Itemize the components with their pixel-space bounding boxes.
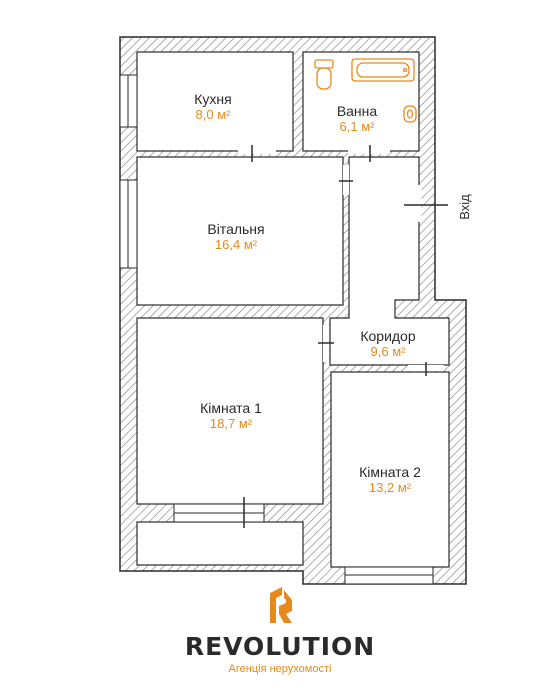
brand-logo: REVOLUTION Агенція нерухомості: [185, 587, 375, 675]
living-area: 16,4 м²: [215, 237, 258, 252]
kitchen-name: Кухня: [194, 91, 231, 107]
living-name: Вітальня: [207, 221, 264, 237]
room2-name: Кімната 2: [359, 464, 421, 480]
entry-label: Вхід: [457, 194, 472, 220]
brand-tagline: Агенція нерухомості: [229, 663, 332, 675]
bathroom-area: 6,1 м²: [340, 119, 376, 134]
windows: [119, 74, 434, 585]
brand-mark-icon: [270, 587, 292, 623]
bathroom-fixtures: [314, 58, 417, 123]
brand-name: REVOLUTION: [185, 632, 375, 661]
toilet-icon: [314, 59, 334, 90]
room-labels: Кухня 8,0 м² Ванна 6,1 м² Вітальня 16,4 …: [194, 91, 421, 495]
walls: [119, 36, 467, 585]
kitchen-area: 8,0 м²: [196, 107, 232, 122]
doors: [238, 145, 448, 528]
room1-area: 18,7 м²: [210, 416, 253, 431]
room1-name: Кімната 1: [200, 400, 262, 416]
room2-area: 13,2 м²: [369, 480, 412, 495]
corridor-area: 9,6 м²: [371, 344, 407, 359]
sink-icon: [403, 105, 417, 123]
bathroom-name: Ванна: [337, 103, 378, 119]
corridor-name: Коридор: [360, 328, 416, 344]
bathtub-icon: [351, 58, 415, 82]
